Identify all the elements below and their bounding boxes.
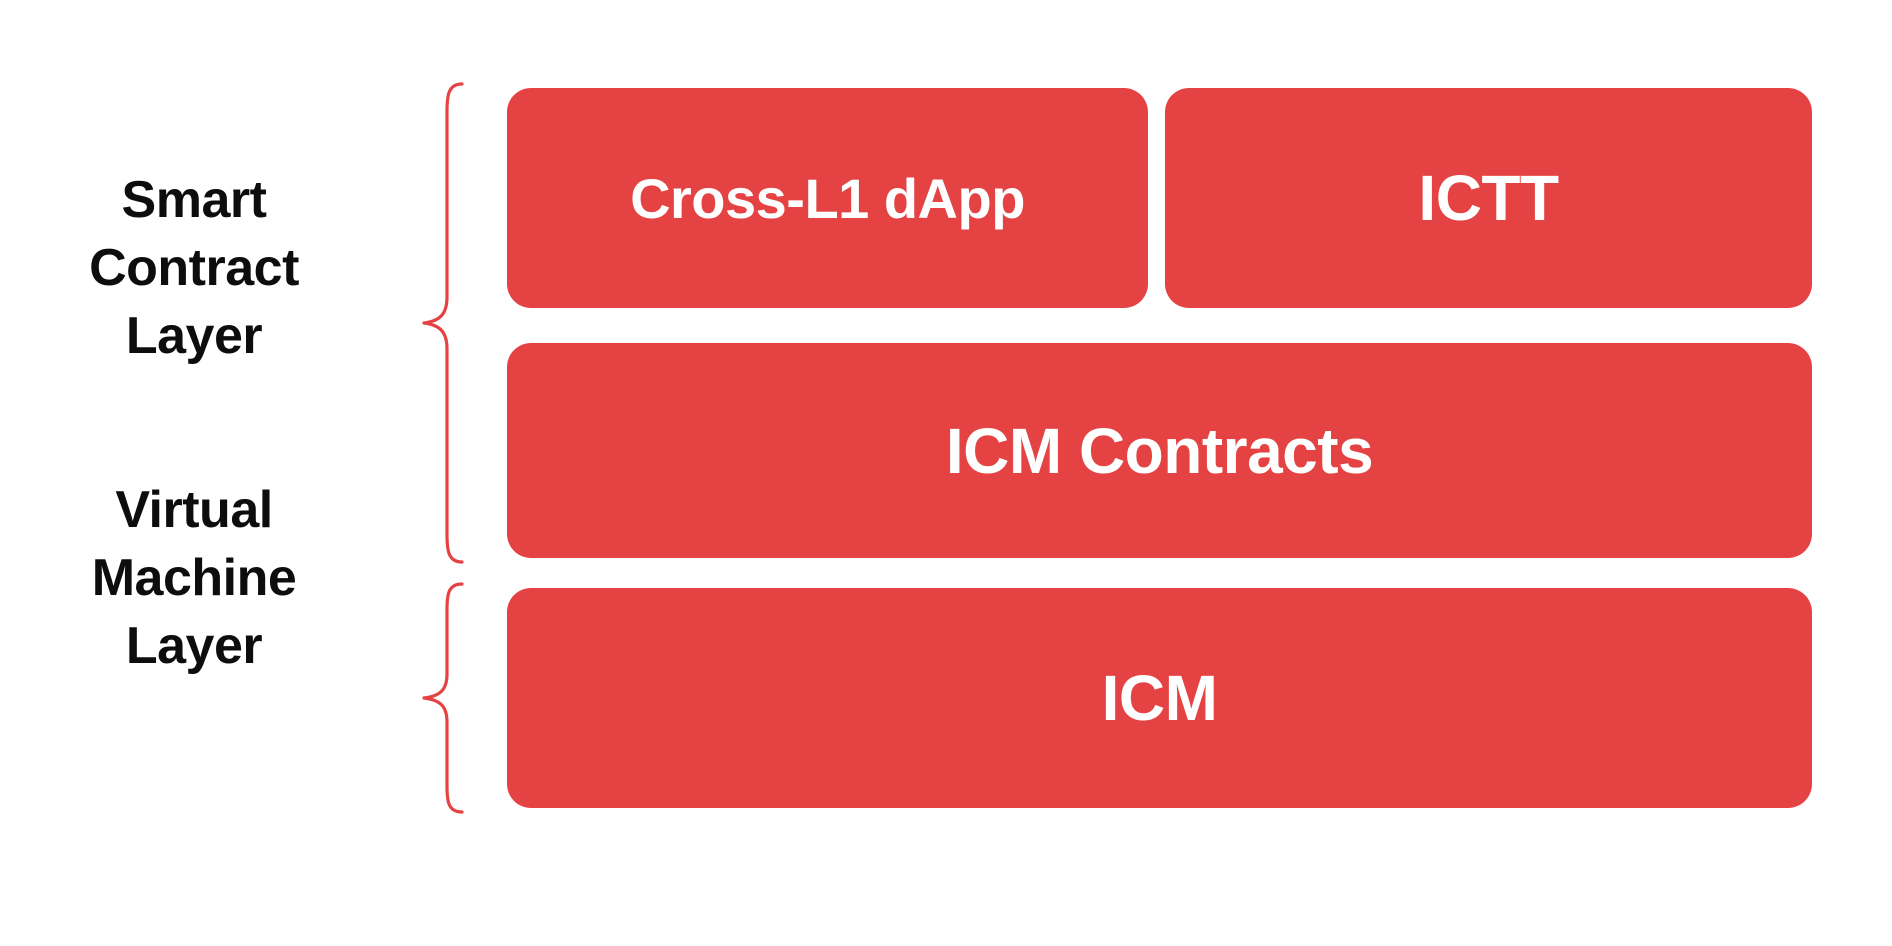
curly-brace-left-icon: [422, 582, 464, 814]
box-label-cross-l1-dapp: Cross-L1 dApp: [630, 166, 1025, 230]
curly-brace-left-icon: [422, 82, 464, 564]
box-icm[interactable]: ICM: [507, 588, 1812, 808]
box-label-icm-contracts: ICM Contracts: [945, 414, 1374, 487]
box-label-ictt: ICTT: [1418, 162, 1559, 234]
layer-label-virtual-machine: Virtual Machine Layer: [91, 481, 297, 675]
box-icm-contracts[interactable]: ICM Contracts: [507, 343, 1812, 558]
box-cross-l1-dapp[interactable]: Cross-L1 dApp: [507, 88, 1148, 308]
curly-brace-left-icon-virtual-machine: [418, 582, 464, 814]
box-ictt[interactable]: ICTT: [1165, 88, 1812, 308]
layer-label-smart-contract: Smart Contract Layer: [89, 171, 299, 365]
box-label-icm: ICM: [1101, 662, 1218, 734]
curly-brace-left-icon-smart-contract: [418, 82, 464, 564]
